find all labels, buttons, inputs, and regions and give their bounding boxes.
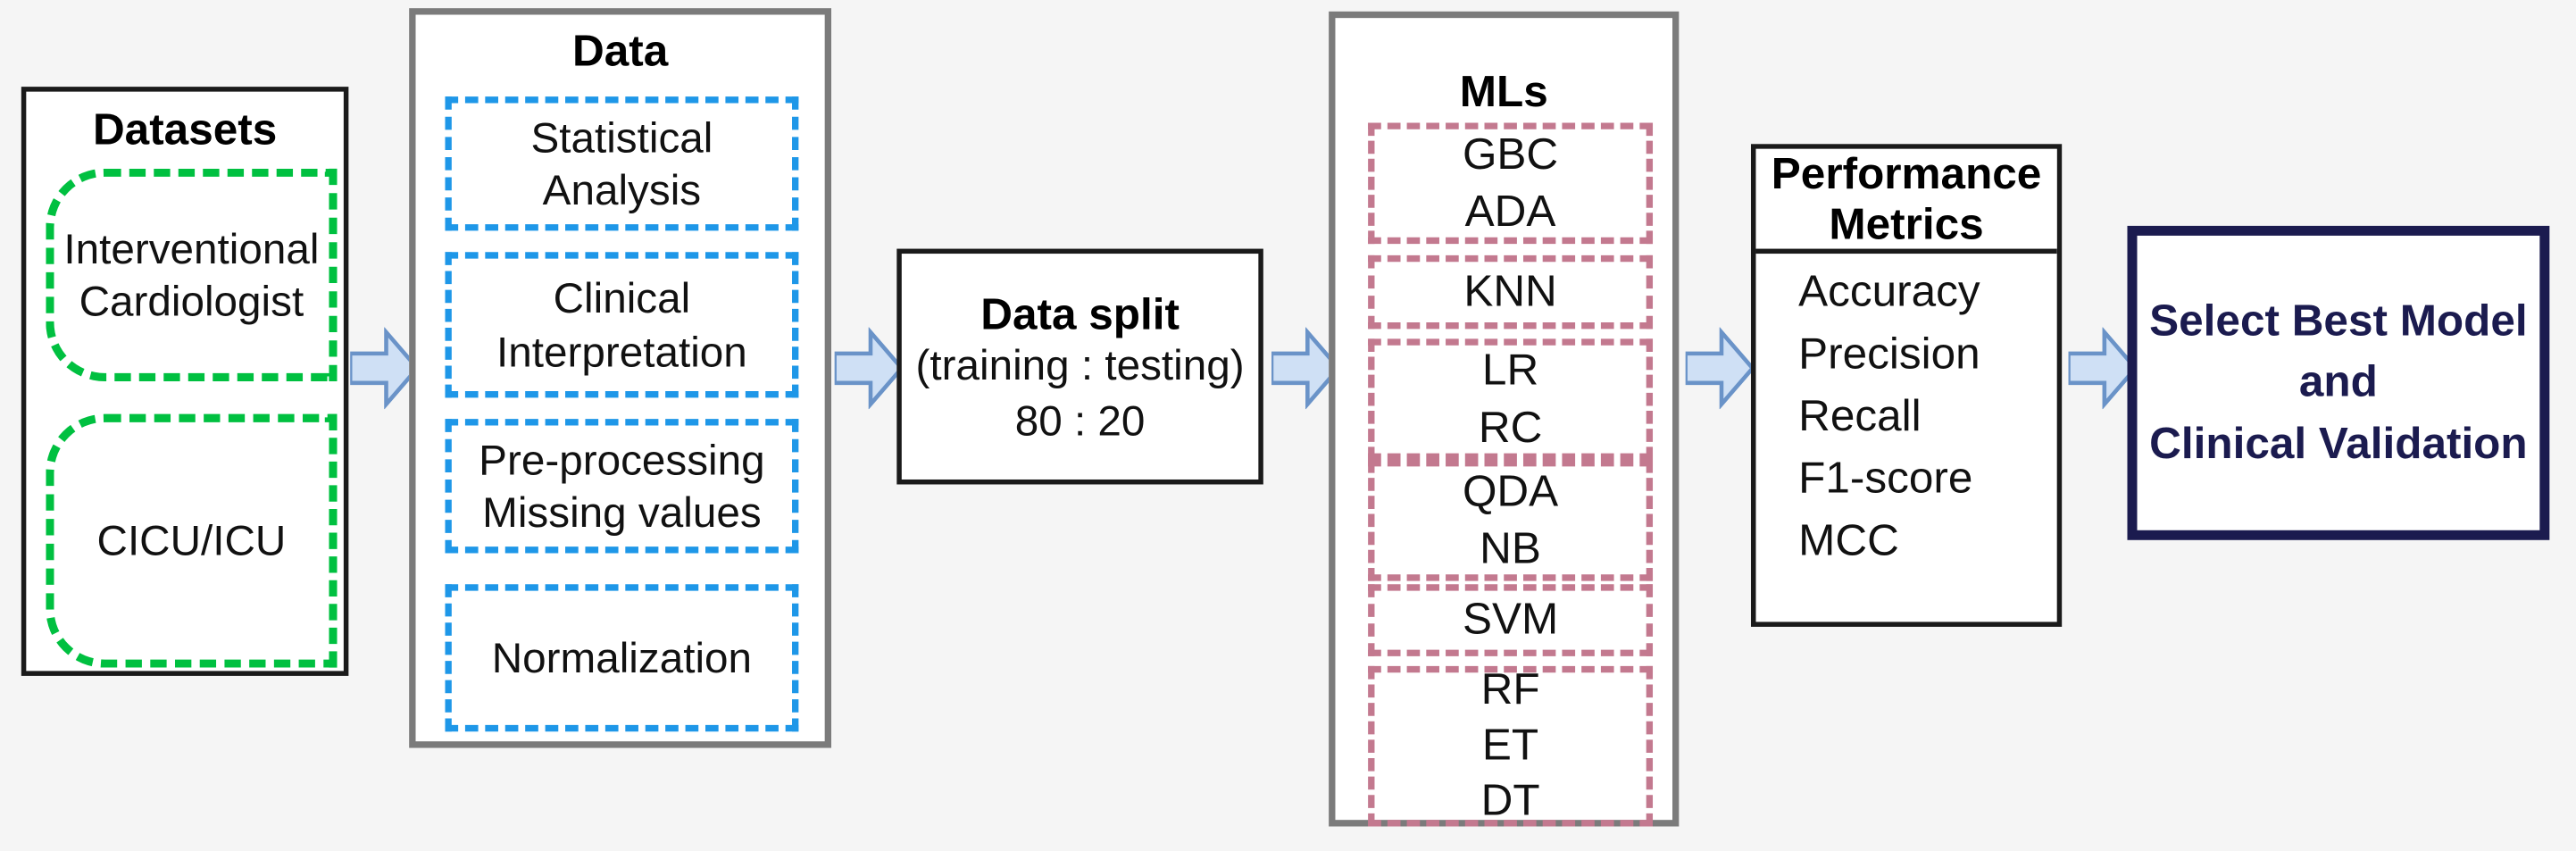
final-line-1: and bbox=[2298, 356, 2378, 406]
final-line-2: Clinical Validation bbox=[2149, 418, 2528, 468]
arrow-datasets-to-data bbox=[350, 327, 420, 410]
data-split-title: Data split bbox=[980, 289, 1180, 339]
ml-group-3-line-1: NB bbox=[1480, 523, 1541, 573]
mls-panel: MLs GBC ADA KNN LR RC QDA NB bbox=[1329, 11, 1680, 827]
ml-group-4-line-0: SVM bbox=[1462, 595, 1559, 645]
performance-metrics-list: Accuracy Precision Recall F1-score MCC bbox=[1755, 266, 2056, 565]
mls-title: MLs bbox=[1459, 67, 1548, 117]
ml-group-5: RF ET DT bbox=[1368, 664, 1654, 827]
ml-group-3-line-0: QDA bbox=[1462, 466, 1559, 516]
data-item-2: Pre-processing Missing values bbox=[445, 419, 799, 554]
ml-group-2-line-0: LR bbox=[1481, 345, 1539, 395]
arrow-mls-to-metrics bbox=[1685, 327, 1755, 410]
data-item-2-line-0: Pre-processing bbox=[479, 434, 765, 484]
final-panel: Select Best Model and Clinical Validatio… bbox=[2127, 225, 2550, 540]
arrow-data-to-split bbox=[834, 327, 904, 410]
dataset-item-0-line-0: Interventional bbox=[63, 223, 320, 273]
data-item-3-line-0: Normalization bbox=[491, 632, 753, 682]
metric-item-f1-score: F1-score bbox=[1798, 453, 1973, 503]
datasets-title: Datasets bbox=[92, 104, 278, 154]
data-item-2-line-1: Missing values bbox=[482, 488, 762, 538]
data-item-3: Normalization bbox=[445, 584, 799, 732]
data-item-0-line-1: Analysis bbox=[542, 165, 702, 215]
datasets-panel: Datasets Interventional Cardiologist CIC… bbox=[21, 87, 349, 676]
data-item-0-line-0: Statistical bbox=[530, 112, 713, 162]
performance-metrics-title: Performance Metrics bbox=[1755, 148, 2057, 254]
ml-group-1-line-0: KNN bbox=[1463, 266, 1557, 316]
data-split-line-0: (training : testing) bbox=[915, 340, 1245, 390]
ml-group-5-line-0: RF bbox=[1480, 664, 1540, 714]
ml-group-0-line-1: ADA bbox=[1464, 186, 1556, 236]
ml-group-4: SVM bbox=[1368, 584, 1654, 656]
ml-group-2-line-1: RC bbox=[1478, 402, 1543, 452]
ml-group-1: KNN bbox=[1368, 254, 1654, 330]
performance-metrics-title-line-1: Metrics bbox=[1829, 198, 1984, 248]
ml-group-5-line-1: ET bbox=[1481, 720, 1539, 770]
data-panel: Data Statistical Analysis Clinical Inter… bbox=[409, 8, 832, 748]
performance-metrics-title-line-0: Performance bbox=[1771, 149, 2042, 199]
arrow-split-to-mls bbox=[1271, 327, 1340, 410]
dataset-item-0-line-1: Cardiologist bbox=[79, 276, 304, 326]
data-title: Data bbox=[571, 26, 669, 76]
ml-group-5-line-2: DT bbox=[1480, 775, 1540, 825]
ml-group-0: GBC ADA bbox=[1368, 122, 1654, 245]
data-item-1-line-1: Interpretation bbox=[496, 326, 747, 376]
performance-metrics-panel: Performance Metrics Accuracy Precision R… bbox=[1750, 144, 2063, 627]
data-item-1: Clinical Interpretation bbox=[445, 252, 799, 398]
data-split-panel: Data split (training : testing) 80 : 20 bbox=[896, 248, 1263, 485]
metric-item-mcc: MCC bbox=[1798, 515, 1899, 565]
dataset-item-1-line-0: CICU/ICU bbox=[96, 515, 287, 565]
dataset-item-1: CICU/ICU bbox=[46, 413, 338, 668]
metric-item-accuracy: Accuracy bbox=[1798, 266, 1980, 316]
data-item-0: Statistical Analysis bbox=[445, 96, 799, 231]
metric-item-recall: Recall bbox=[1798, 391, 1922, 440]
arrow-metrics-to-final bbox=[2068, 327, 2138, 410]
ml-group-0-line-0: GBC bbox=[1462, 129, 1559, 179]
data-item-1-line-0: Clinical bbox=[553, 273, 691, 323]
metric-item-precision: Precision bbox=[1798, 329, 1980, 379]
ml-group-2: LR RC bbox=[1368, 338, 1654, 460]
final-line-0: Select Best Model bbox=[2149, 296, 2528, 346]
data-split-line-1: 80 : 20 bbox=[1014, 396, 1146, 446]
dataset-item-0: Interventional Cardiologist bbox=[46, 168, 338, 382]
ml-group-3: QDA NB bbox=[1368, 459, 1654, 581]
